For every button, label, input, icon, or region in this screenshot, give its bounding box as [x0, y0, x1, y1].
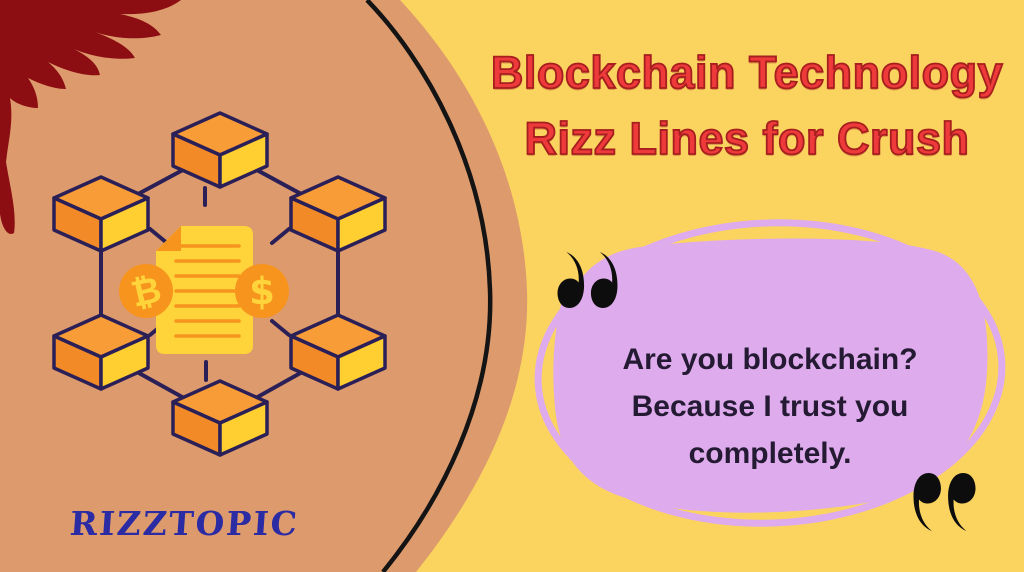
quote-line: Because I trust you — [631, 390, 909, 423]
quote-line: Are you blockchain? — [622, 343, 918, 376]
cube-icon-upper-right — [289, 175, 387, 253]
cube-icon-bottom — [171, 379, 269, 457]
title-line-2: Rizz Lines for Crush — [524, 112, 970, 165]
corner-flame-shape — [0, 0, 181, 234]
dollar-coin-icon: $ — [235, 264, 289, 318]
quote-card — [553, 238, 988, 513]
page-title: Blockchain Technology Rizz Lines for Cru… — [470, 40, 1024, 172]
quote-text: Are you blockchain? Because I trust you … — [597, 336, 943, 477]
cube-icon-lower-left — [52, 313, 150, 391]
title-line-1: Blockchain Technology — [490, 46, 1004, 99]
bitcoin-coin-icon: ₿ — [119, 264, 173, 318]
brand-watermark: RIZZTOPIC — [68, 504, 301, 543]
dollar-symbol: $ — [249, 270, 275, 313]
divider-curve — [365, 0, 493, 572]
cube-icon-upper-left — [52, 175, 150, 253]
close-quote-icon — [913, 473, 976, 531]
quote-line: completely. — [688, 437, 852, 470]
open-quote-icon — [557, 251, 618, 309]
document-icon — [156, 226, 253, 354]
cube-icon-lower-right — [289, 313, 387, 391]
blockchain-illustration: ₿ $ — [52, 111, 387, 457]
cube-icon-top — [171, 111, 269, 189]
